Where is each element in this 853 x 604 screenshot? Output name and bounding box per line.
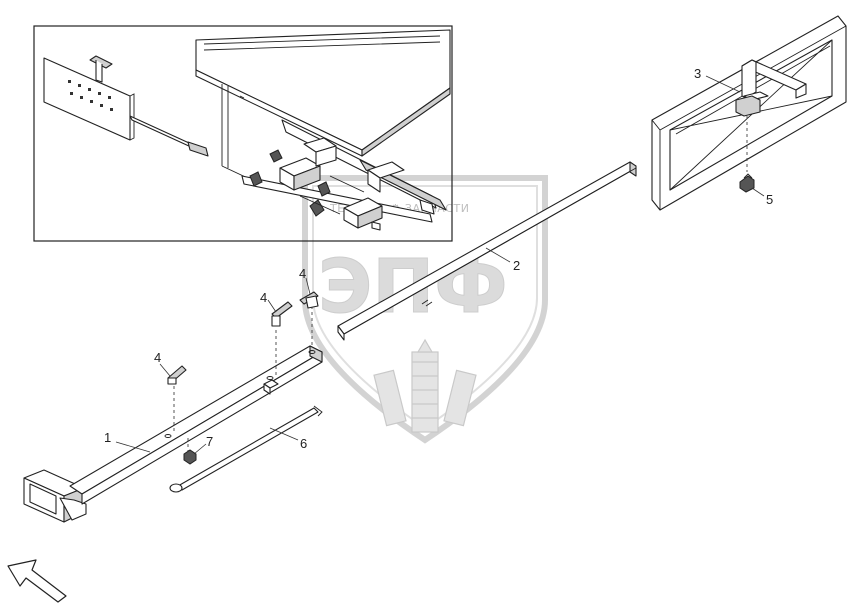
part-3-frame	[651, 15, 847, 211]
part-7-nut	[183, 449, 197, 465]
callout-3: 3	[694, 66, 701, 81]
inset-detail	[33, 25, 453, 242]
callout-4b: 4	[260, 290, 267, 305]
part-2-bar	[337, 161, 637, 341]
callout-1: 1	[104, 430, 111, 445]
part-4-pin-a	[167, 365, 187, 385]
part-5-knob	[739, 173, 755, 193]
callouts: 1 2 3 4 4 4 5 6 7	[104, 66, 773, 451]
part-4-pin-c	[299, 291, 319, 309]
part-4-pin-b	[271, 301, 293, 327]
callout-4c: 4	[299, 266, 306, 281]
part-1-main-bar	[23, 345, 323, 523]
part-6-rod	[169, 405, 323, 493]
inset-frame	[33, 25, 453, 242]
inset-machine-body	[195, 29, 451, 231]
inset-number-plate	[43, 55, 135, 141]
callout-7: 7	[206, 434, 213, 449]
leader-lines	[115, 75, 765, 455]
direction-arrow-icon	[7, 559, 67, 603]
callout-2: 2	[513, 258, 520, 273]
callout-5: 5	[766, 192, 773, 207]
wheat-logo-icon	[373, 338, 477, 433]
assembly-lines	[173, 306, 313, 452]
callout-4a: 4	[154, 350, 161, 365]
callout-6: 6	[300, 436, 307, 451]
